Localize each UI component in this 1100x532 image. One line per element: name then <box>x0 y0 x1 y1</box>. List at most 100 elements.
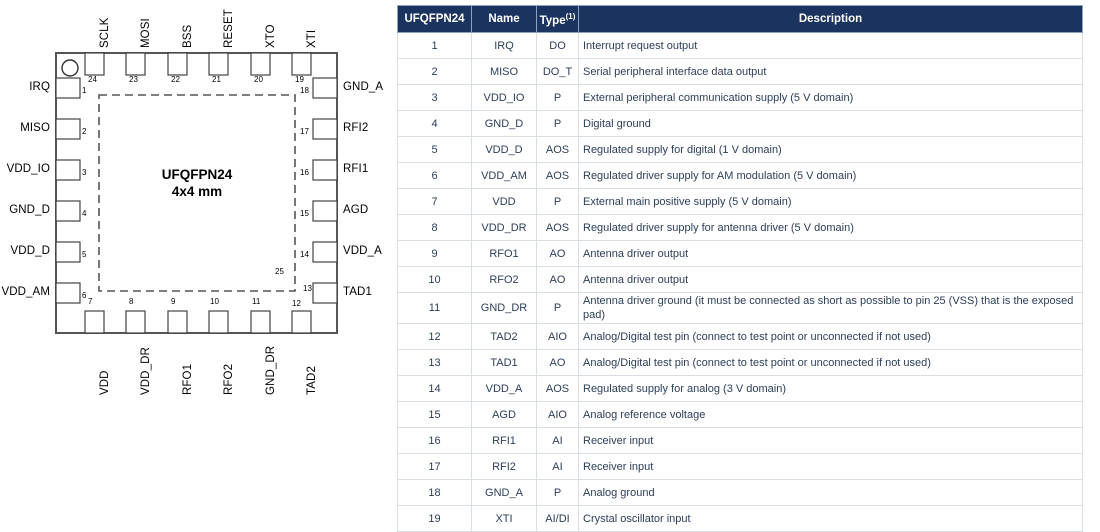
cell-pin-type: AIO <box>536 401 579 428</box>
cell-pin-name: GND_DR <box>471 292 537 324</box>
cell-pin-name: VDD <box>471 188 537 215</box>
cell-pin-name: VDD_AM <box>471 162 537 189</box>
cell-pin-number: 14 <box>397 375 472 402</box>
pin-label-xto: XTO <box>265 24 277 48</box>
pin-label-vdd-io: VDD_IO <box>6 163 50 175</box>
pin-label-reset: RESET <box>223 9 235 48</box>
pin-number-22: 22 <box>171 75 180 84</box>
pin-number-11: 11 <box>252 297 261 306</box>
cell-pin-type: AO <box>536 349 579 376</box>
pin-label-vdd-am: VDD_AM <box>1 286 50 298</box>
pin-number-2: 2 <box>82 127 87 136</box>
cell-pin-description: Digital ground <box>578 110 1083 137</box>
cell-pin-number: 7 <box>397 188 472 215</box>
cell-pin-description: Analog/Digital test pin (connect to test… <box>578 323 1083 350</box>
cell-pin-name: GND_D <box>471 110 537 137</box>
cell-pin-name: XTI <box>471 505 537 532</box>
cell-pin-name: GND_A <box>471 479 537 506</box>
cell-pin-description: External peripheral communication supply… <box>578 84 1083 111</box>
cell-pin-type: AIO <box>536 323 579 350</box>
pin-1-orientation-marker <box>61 59 79 77</box>
column-header-name: Name <box>471 5 537 33</box>
cell-pin-type: AI/DI <box>536 505 579 532</box>
cell-pin-type: DO <box>536 32 579 59</box>
package-body-title: UFQFPN24 4x4 mm <box>97 166 297 200</box>
cell-pin-description: External main positive supply (5 V domai… <box>578 188 1083 215</box>
cell-pin-name: TAD2 <box>471 323 537 350</box>
cell-pin-number: 11 <box>397 292 472 324</box>
cell-pin-type: P <box>536 188 579 215</box>
pin-number-1: 1 <box>82 86 87 95</box>
pin-label-irq: IRQ <box>29 81 50 93</box>
cell-pin-name: RFO1 <box>471 240 537 267</box>
top-pins-group <box>84 52 312 76</box>
pin-label-vdd: VDD <box>99 370 111 395</box>
pin-label-miso: MISO <box>20 122 50 134</box>
pin-number-12: 12 <box>292 299 301 308</box>
bottom-pins-group <box>84 310 312 334</box>
cell-pin-name: MISO <box>471 58 537 85</box>
pin-number-18: 18 <box>300 86 309 95</box>
exposed-pad-dashed-outline <box>98 94 296 292</box>
pin-label-sclk: SCLK <box>99 17 111 48</box>
exposed-pad-number: 25 <box>275 267 284 276</box>
right-pins-group <box>312 77 338 304</box>
pin-label-gnd-a: GND_A <box>343 81 384 93</box>
pin-number-19: 19 <box>295 75 304 84</box>
cell-pin-name: VDD_A <box>471 375 537 402</box>
pin-label-agd: AGD <box>343 204 369 216</box>
pin-label-tad1: TAD1 <box>343 286 372 298</box>
pin-label-tad2: TAD2 <box>306 366 318 395</box>
column-header-type: Type(1) <box>536 5 579 33</box>
pin-number-10: 10 <box>210 297 219 306</box>
pin-number-23: 23 <box>129 75 138 84</box>
cell-pin-type: P <box>536 84 579 111</box>
pin-number-24: 24 <box>88 75 97 84</box>
pin-label-vdd-dr: VDD_DR <box>140 347 152 395</box>
pin-label-rfi1: RFI1 <box>343 163 369 175</box>
column-header-type-text: Type <box>539 14 566 27</box>
cell-pin-number: 15 <box>397 401 472 428</box>
cell-pin-description: Antenna driver ground (it must be connec… <box>578 292 1083 324</box>
cell-pin-number: 12 <box>397 323 472 350</box>
cell-pin-description: Receiver input <box>578 453 1083 480</box>
package-pinout-diagram: UFQFPN24 4x4 mm 25 SCLK MOSI BSS RESET X… <box>0 0 390 515</box>
cell-pin-name: IRQ <box>471 32 537 59</box>
pin-label-rfo2: RFO2 <box>223 363 235 395</box>
cell-pin-number: 18 <box>397 479 472 506</box>
cell-pin-type: AO <box>536 240 579 267</box>
cell-pin-number: 1 <box>397 32 472 59</box>
cell-pin-description: Antenna driver output <box>578 266 1083 293</box>
package-size-text: 4x4 mm <box>171 184 223 199</box>
pin-label-xti-top: XTI <box>306 29 318 48</box>
pin-number-16: 16 <box>300 168 309 177</box>
cell-pin-type: P <box>536 110 579 137</box>
pin-number-14: 14 <box>300 250 309 259</box>
cell-pin-description: Antenna driver output <box>578 240 1083 267</box>
pin-number-15: 15 <box>300 209 309 218</box>
cell-pin-description: Analog reference voltage <box>578 401 1083 428</box>
cell-pin-description: Regulated driver supply for AM modulatio… <box>578 162 1083 189</box>
package-outline-svg <box>55 52 338 334</box>
pin-label-rfo1: RFO1 <box>182 363 194 395</box>
cell-pin-type: AOS <box>536 375 579 402</box>
pin-label-mosi: MOSI <box>140 18 152 48</box>
cell-pin-description: Analog/Digital test pin (connect to test… <box>578 349 1083 376</box>
cell-pin-name: VDD_IO <box>471 84 537 111</box>
chip-body-outline <box>55 52 338 334</box>
pin-number-4: 4 <box>82 209 87 218</box>
